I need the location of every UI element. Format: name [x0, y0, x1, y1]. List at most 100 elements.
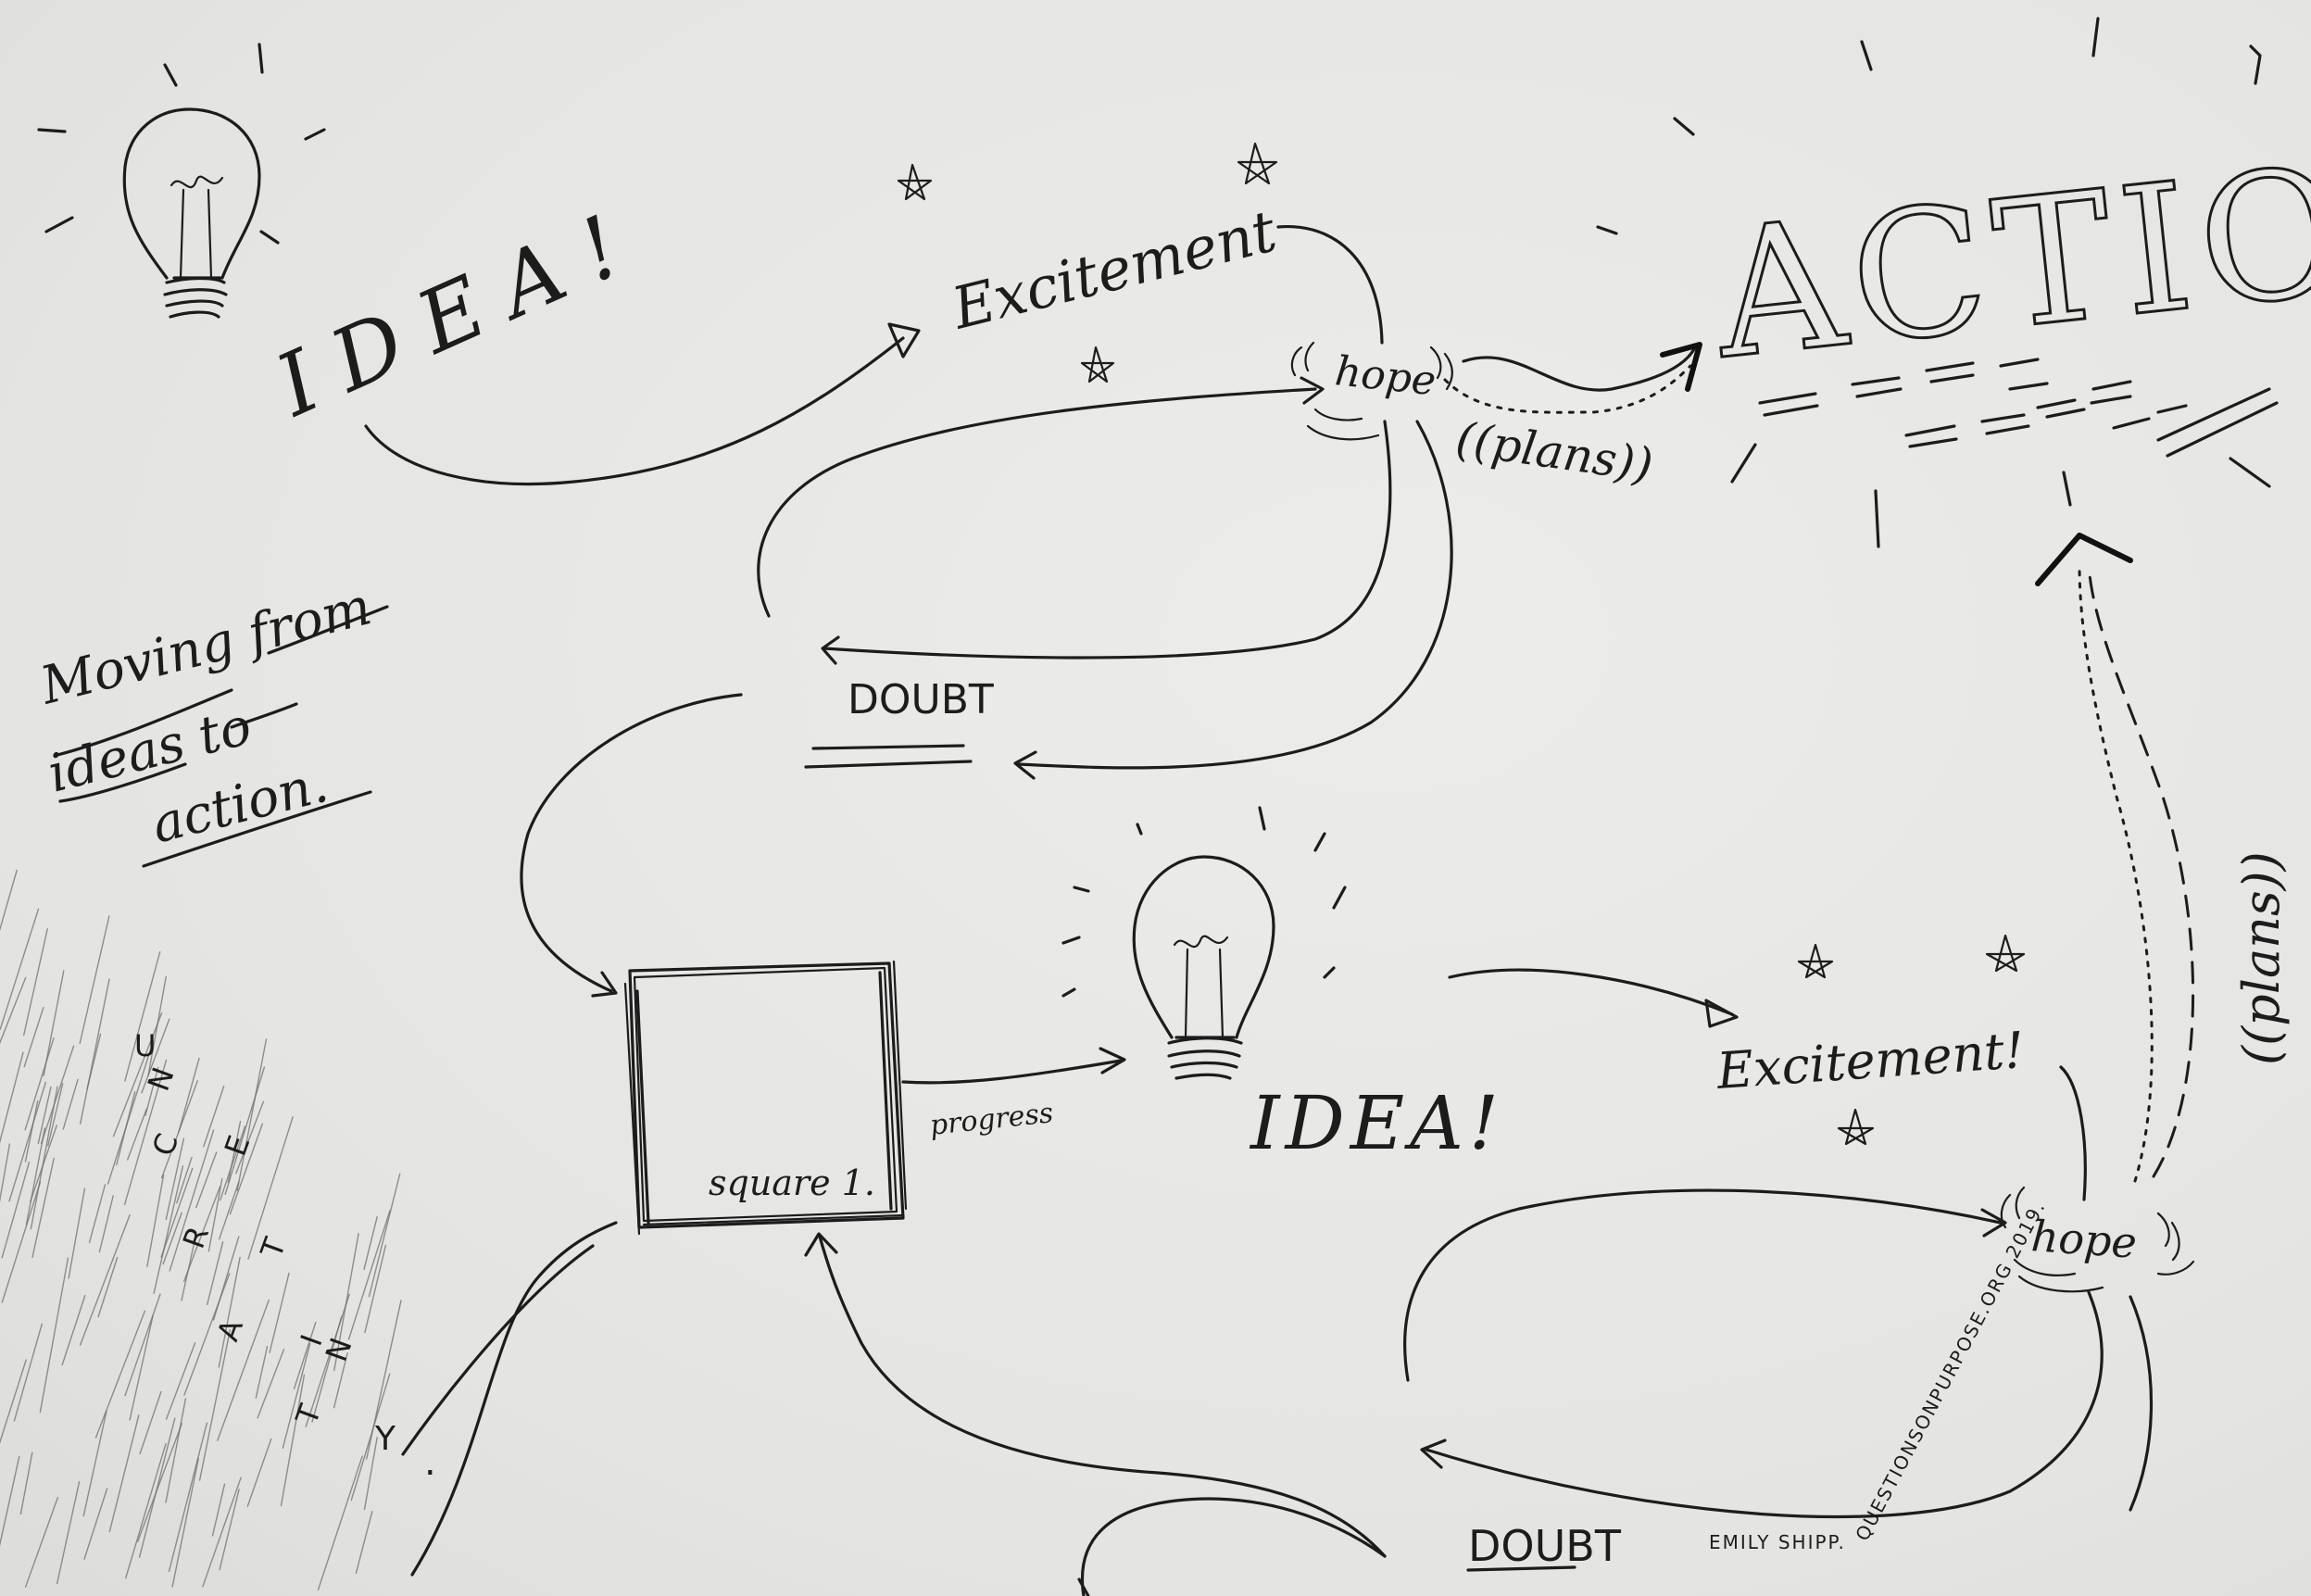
pencil-stroke — [363, 1215, 378, 1271]
pencil-stroke — [30, 1086, 58, 1230]
arrow-doubt-to-hope — [757, 387, 1317, 618]
pencil-stroke — [0, 1143, 11, 1203]
pencil-stroke — [350, 1373, 391, 1502]
pencil-stroke — [0, 976, 27, 1045]
pencil-stroke — [68, 1188, 86, 1279]
svg-text:Y: Y — [374, 1420, 396, 1458]
pencil-stroke — [83, 1488, 108, 1560]
lightbulb-icon-bottom — [1061, 806, 1347, 1080]
pencil-stroke — [47, 1083, 64, 1147]
arrow-idea-to-excitement-bottom — [1448, 968, 1734, 1016]
pencil-stroke — [79, 915, 110, 1044]
pencil-stroke — [24, 1496, 59, 1588]
pencil-stroke — [0, 1359, 27, 1444]
dashed-plans-route-right — [2087, 563, 2195, 1178]
pencil-stroke — [0, 869, 18, 932]
pencil-stroke — [141, 1018, 170, 1094]
arrow-excitement-to-hope-bottom — [2059, 1065, 2087, 1201]
pencil-stroke — [224, 1066, 266, 1195]
credit: EMILY SHIPP. QUESTIONSONPURPOSE.ORG 2019… — [1709, 1197, 2050, 1553]
plans-label-top: ((plans)) — [1452, 411, 1656, 492]
arrow-excitement-to-hope — [1276, 225, 1384, 345]
pencil-stroke — [61, 1294, 86, 1366]
pencil-stroke — [153, 1165, 184, 1294]
arrow-hope-to-action — [1462, 346, 1697, 392]
pencil-stroke — [24, 1100, 39, 1162]
pencil-stroke — [247, 1116, 294, 1260]
pencil-stroke — [0, 1051, 24, 1144]
pencil-stroke — [160, 1167, 194, 1258]
dotted-plans-route-right — [2078, 563, 2154, 1183]
svg-text:IDEA!: IDEA! — [261, 186, 659, 436]
pencil-stroke — [125, 1443, 167, 1579]
pencil-stroke — [293, 1321, 317, 1389]
pencil-stroke — [236, 1038, 268, 1192]
svg-text:hope: hope — [2029, 1211, 2138, 1268]
svg-text:U: U — [134, 1028, 156, 1063]
arrow-idea-to-excitement — [364, 336, 905, 486]
pencil-stroke — [165, 1398, 187, 1503]
progress-label: progress — [928, 1097, 1055, 1142]
pencil-stroke — [355, 1511, 373, 1574]
title-block: Moving from ideas to action. — [34, 576, 389, 868]
pencil-stroke — [139, 1390, 162, 1455]
progress-arrow — [901, 1059, 1123, 1085]
pencil-stroke — [218, 1256, 241, 1368]
pencil-stroke — [98, 1195, 114, 1253]
title-line-1: Moving from — [34, 576, 378, 717]
arrow-hope-to-doubt-outer — [1017, 420, 1453, 770]
doubt-label-top: DOUBT — [804, 676, 994, 769]
star-icon — [897, 142, 1278, 383]
pencil-stroke — [246, 1438, 272, 1507]
pencil-stroke — [124, 951, 161, 1082]
svg-text:A: A — [210, 1314, 250, 1346]
pencil-stroke — [282, 1343, 311, 1449]
pencil-stroke — [207, 1241, 224, 1305]
excitement-label-top: Excitement — [945, 196, 1283, 342]
pencil-stroke — [176, 1156, 193, 1204]
hope-node-bottom: hope — [2000, 1186, 2195, 1293]
pencil-stroke — [0, 1455, 20, 1547]
pencil-stroke — [366, 1300, 402, 1460]
arrow-hope-to-doubt-inner — [823, 420, 1392, 660]
arrow-doubt-to-hope-bottom — [1403, 1188, 2003, 1382]
arrow-doubt-to-square — [520, 693, 743, 993]
pencil-stroke — [0, 908, 40, 1030]
pencil-stroke — [165, 1137, 185, 1220]
pencil-stroke — [333, 1352, 348, 1409]
pencil-stroke — [169, 1129, 215, 1272]
svg-text:T: T — [253, 1233, 293, 1263]
pencil-stroke — [212, 1236, 240, 1321]
pencil-stroke — [368, 1173, 401, 1298]
lightbulb-icon-top — [37, 43, 326, 319]
svg-text:ACTION: ACTION — [1704, 110, 2311, 398]
pencil-stroke — [127, 1108, 147, 1161]
arrow-uncertainty-to-square — [410, 1221, 618, 1577]
pencil-stroke — [112, 1012, 163, 1137]
pencil-stroke — [88, 1184, 107, 1244]
pencil-stroke — [97, 1256, 119, 1318]
pencil-stroke — [198, 1329, 232, 1481]
action-label: ACTION — [1596, 17, 2311, 548]
pencil-stroke — [31, 1157, 55, 1259]
svg-text:T: T — [288, 1400, 328, 1430]
pencil-stroke — [305, 1293, 350, 1427]
pencil-stroke — [165, 1342, 196, 1420]
idea-label-bottom: IDEA! — [1249, 1080, 1504, 1166]
pencil-stroke — [347, 1210, 391, 1340]
pencil-stroke — [56, 1480, 81, 1585]
pencil-stroke — [19, 1451, 33, 1515]
pencil-stroke — [162, 1212, 182, 1265]
pencil-stroke — [363, 1437, 378, 1511]
pencil-stroke — [317, 1455, 363, 1590]
pencil-stroke — [364, 1244, 387, 1334]
svg-text:square 1.: square 1. — [709, 1162, 875, 1203]
pencil-stroke — [146, 1174, 165, 1267]
arrow-head-to-action — [2035, 533, 2133, 586]
star-icon — [1797, 934, 2026, 1146]
arrow-hope-to-doubt-bottom — [1425, 1290, 2104, 1519]
pencil-stroke — [219, 1181, 240, 1240]
pencil-stroke — [207, 1177, 223, 1252]
pencil-stroke — [40, 1045, 75, 1144]
